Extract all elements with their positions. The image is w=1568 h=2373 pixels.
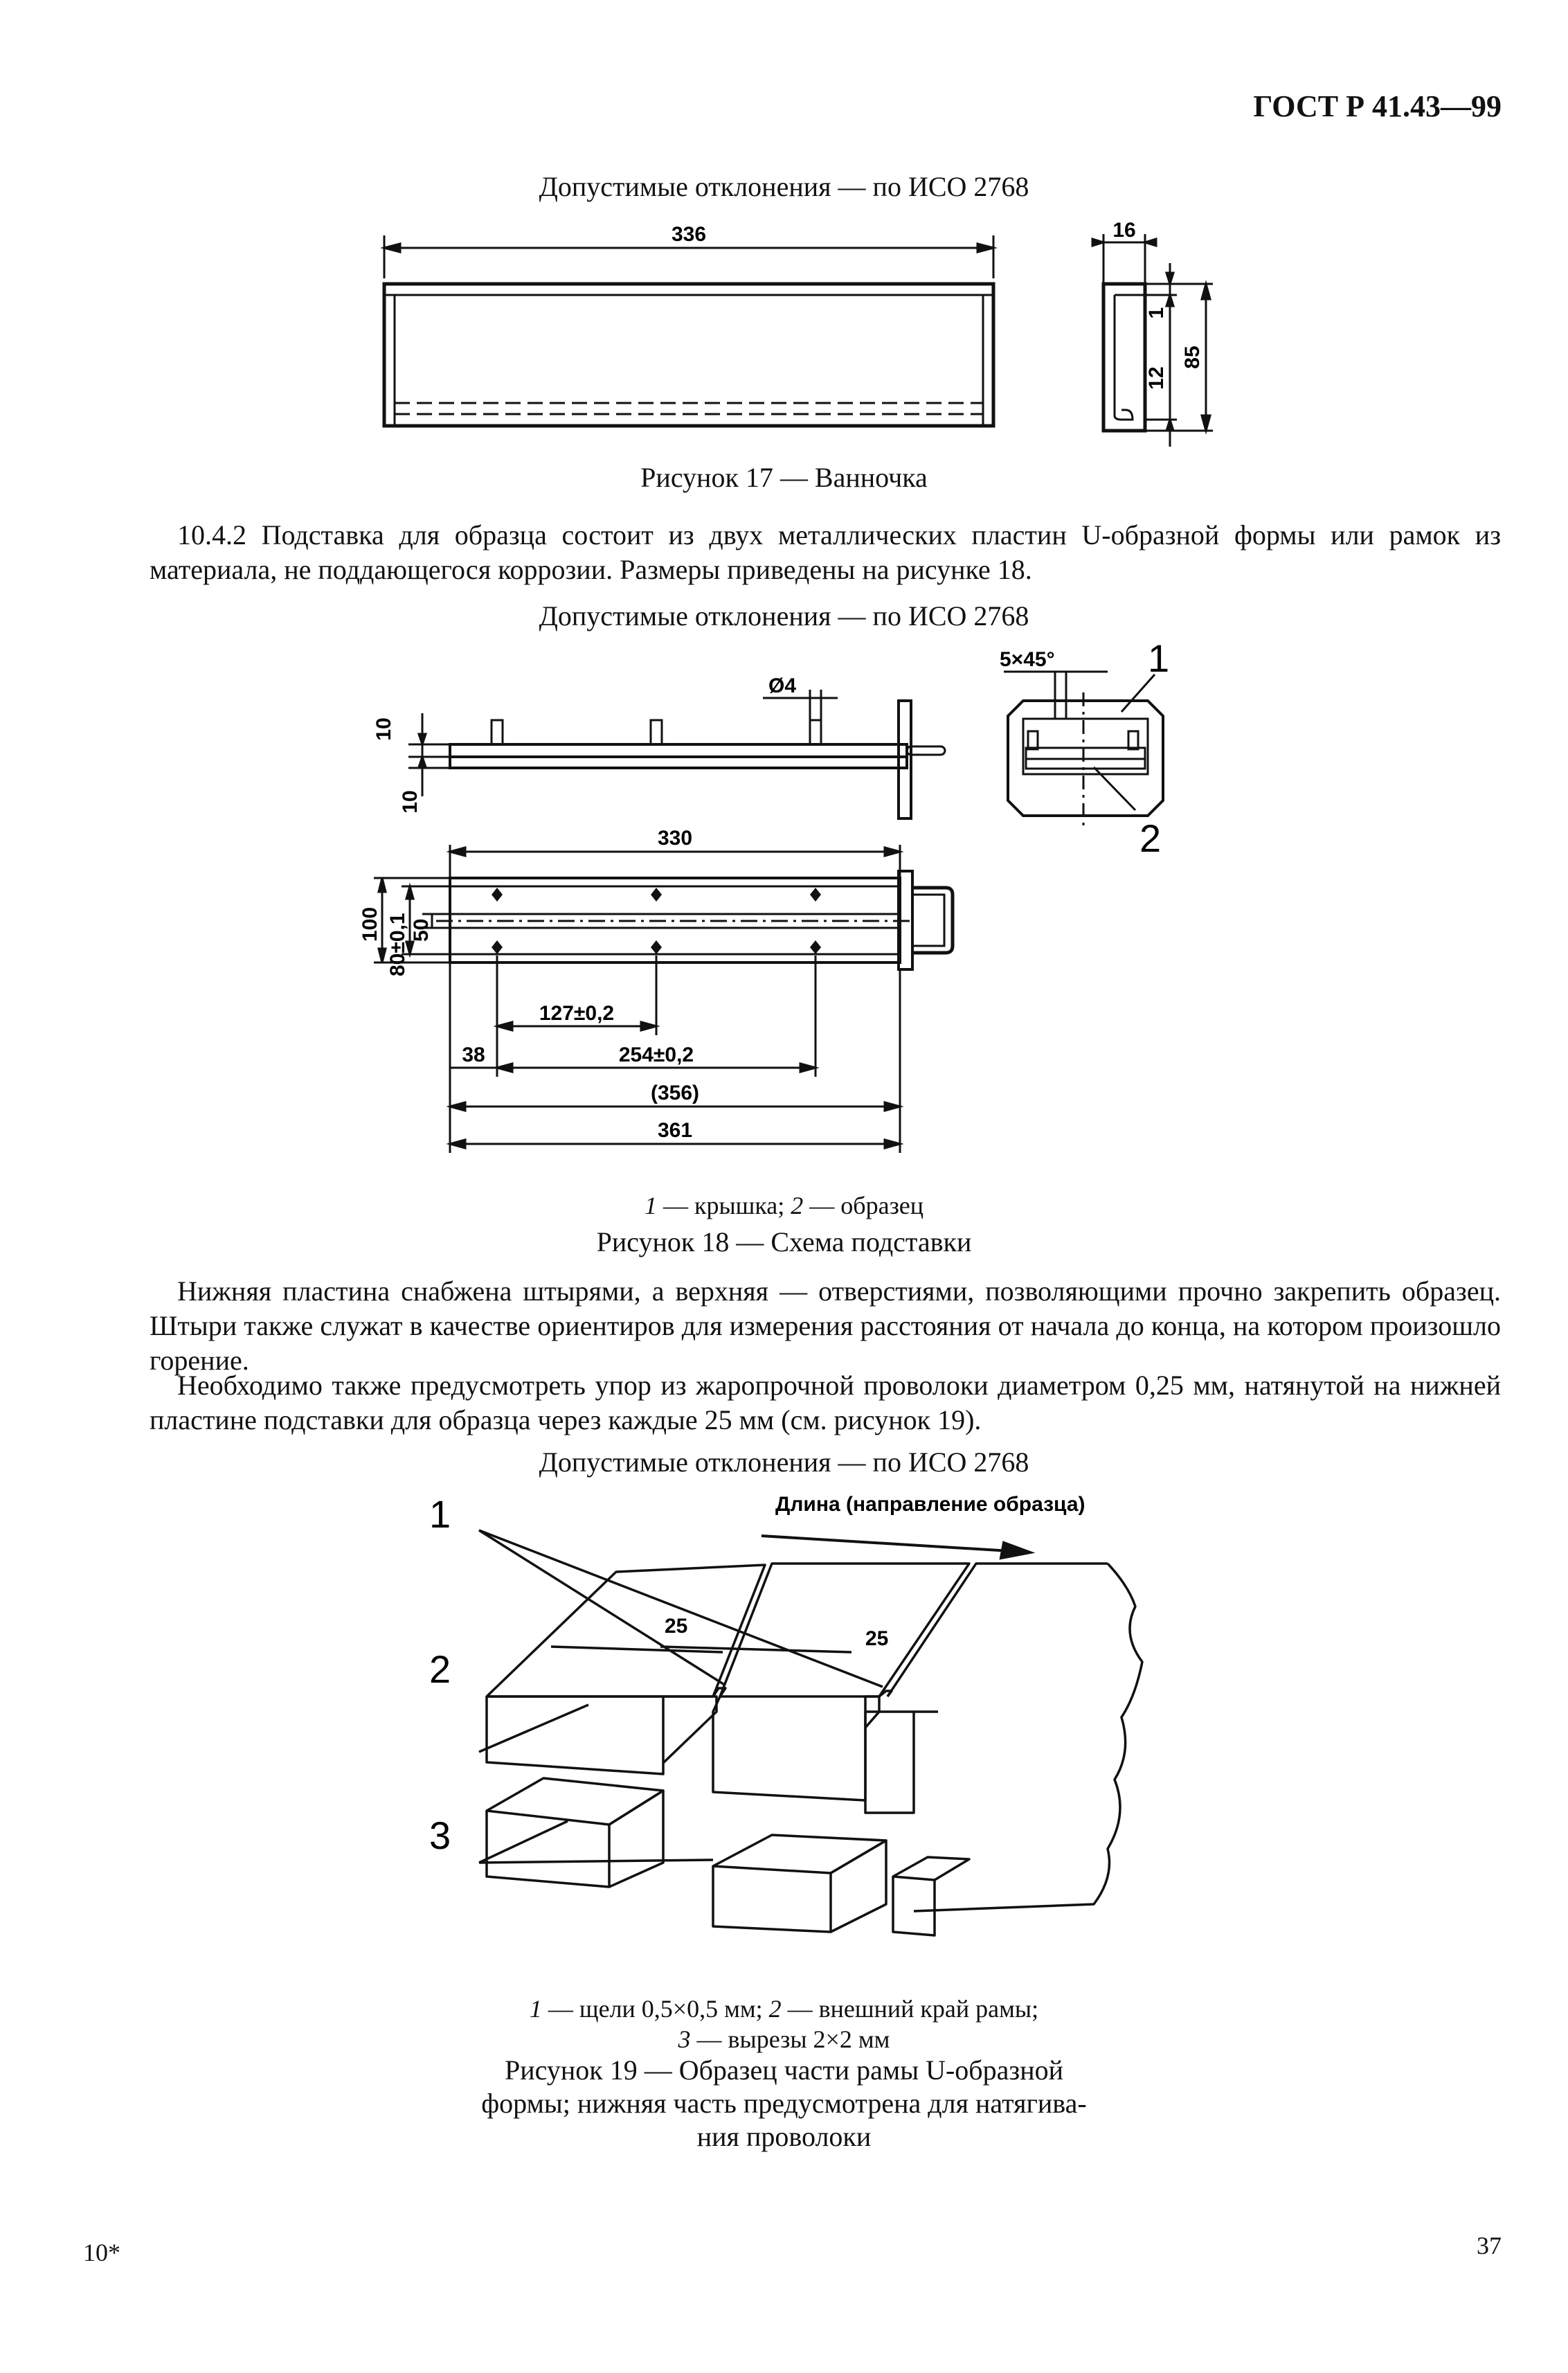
fig18-label-2: 2 <box>1139 816 1161 860</box>
fig18-label-1: 1 <box>1148 644 1169 680</box>
fig18-dim-50: 50 <box>410 919 433 942</box>
fig19-caption-line-3: ния проволоки <box>696 2121 872 2152</box>
paragraph-pins: Нижняя пластина снабжена штырями, а верх… <box>150 1275 1501 1376</box>
fig18-dim-254: 254±0,2 <box>619 1044 694 1066</box>
fig18-legend-number-2: 2 <box>791 1192 804 1219</box>
fig19-legend-line-1: 1 — щели 0,5×0,5 мм; 2 — внешний край ра… <box>0 1994 1568 2023</box>
fig19-dim-25-right: 25 <box>865 1627 888 1650</box>
fig19-legend-number-2: 2 <box>768 1995 782 2023</box>
fig18-dim-100: 100 <box>360 907 381 942</box>
fig18-legend: 1 — крышка; 2 — образец <box>0 1191 1568 1220</box>
fig18-dim-38: 38 <box>462 1044 485 1066</box>
fig19-legend-line-2: 3 — вырезы 2×2 мм <box>0 2025 1568 2054</box>
fig19-drawing: Длина (направление образца) 25 25 1 2 3 <box>429 1492 1144 1937</box>
fig18-legend-text-1: — крышка; <box>656 1192 791 1219</box>
fig17-dim-1: 1 <box>1145 307 1168 319</box>
fig19-direction-label: Длина (направление образца) <box>775 1493 1085 1516</box>
fig18-caption: Рисунок 18 — Схема подставки <box>596 1226 972 1257</box>
fig18-tolerance: Допустимые отклонения — по ИСО 2768 <box>539 600 1029 632</box>
fig17-caption: Рисунок 17 — Ванночка <box>640 462 928 493</box>
fig19-legend-number-1: 1 <box>529 1995 542 2023</box>
fig18-dim-80: 80±0,1 <box>386 913 409 976</box>
fig18-drawing: 10 10 Ø4 5×45° 1 2 330 100 80±0,1 50 127… <box>360 644 1169 1153</box>
fig18-dim-diameter: Ø4 <box>768 674 796 697</box>
fig19-legend-text-3: — вырезы 2×2 мм <box>690 2025 890 2053</box>
fig19-dim-25-left: 25 <box>665 1615 687 1638</box>
document-code: ГОСТ Р 41.43—99 <box>1253 89 1502 123</box>
fig18-dim-330: 330 <box>658 827 692 850</box>
fig18-dim-361: 361 <box>658 1119 692 1142</box>
fig18-dim-356: (356) <box>651 1082 699 1104</box>
paragraph-wire: Необходимо также предусмотреть упор из ж… <box>150 1370 1501 1435</box>
fig18-dim-10-top: 10 <box>372 717 395 740</box>
fig17-drawing: 336 16 1 12 85 <box>380 219 1213 447</box>
page-number: 37 <box>1477 2232 1502 2259</box>
fig19-label-2: 2 <box>429 1647 451 1691</box>
fig17-dim-12: 12 <box>1145 366 1168 389</box>
fig19-tolerance: Допустимые отклонения — по ИСО 2768 <box>539 1447 1029 1478</box>
fig18-legend-text-2: — образец <box>803 1192 924 1219</box>
fig19-label-3: 3 <box>429 1814 451 1857</box>
fig19-legend-text-1: — щели 0,5×0,5 мм; <box>541 1995 769 2023</box>
fig17-dim-85: 85 <box>1181 346 1204 368</box>
fig19-caption-line-2: формы; нижняя часть предусмотрена для на… <box>481 2088 1087 2119</box>
fig17-dim-width: 16 <box>1112 219 1135 242</box>
fig17-tolerance: Допустимые отклонения — по ИСО 2768 <box>539 171 1029 202</box>
fig18-legend-number-1: 1 <box>644 1192 657 1219</box>
fig18-dim-10-bottom: 10 <box>399 790 422 813</box>
fig17-dim-length: 336 <box>672 223 706 246</box>
paragraph-10-4-2: 10.4.2 Подставка для образца состоит из … <box>150 519 1501 585</box>
fig19-legend-number-3: 3 <box>678 2025 691 2053</box>
fig19-legend-text-2: — внешний край рамы; <box>781 1995 1039 2023</box>
fig18-dim-chamfer: 5×45° <box>1000 648 1055 671</box>
footer-sheet-mark: 10* <box>83 2239 120 2266</box>
fig19-label-1: 1 <box>429 1492 451 1536</box>
fig18-dim-127: 127±0,2 <box>539 1002 614 1025</box>
fig19-caption-line-1: Рисунок 19 — Образец части рамы U-образн… <box>504 2054 1064 2086</box>
